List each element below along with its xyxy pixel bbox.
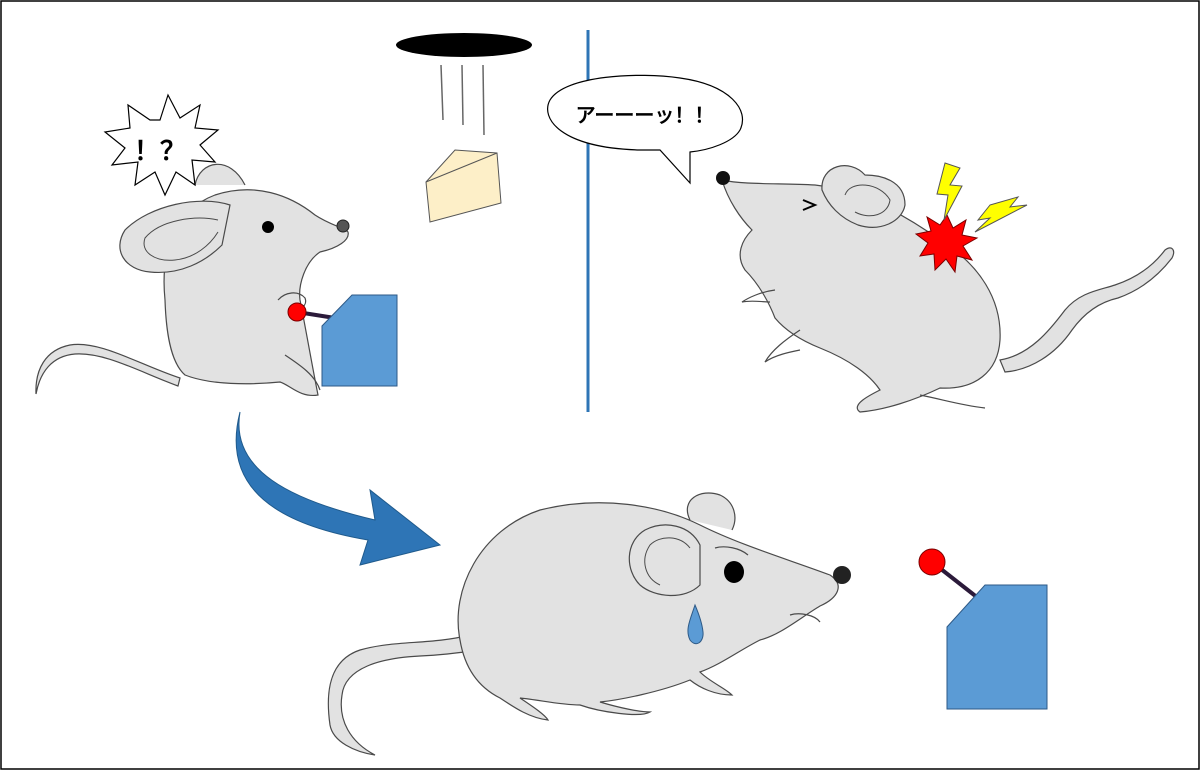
transition-arrow xyxy=(235,411,442,566)
surprise-burst-shape xyxy=(103,93,220,197)
mouse2-foot-hind xyxy=(919,394,986,409)
mouse3-body xyxy=(457,502,839,721)
shout-label: アーーーッ！！ xyxy=(576,103,715,127)
shock-star xyxy=(914,214,979,274)
mouse3-mouth xyxy=(789,613,821,623)
fall-line-2 xyxy=(461,64,464,126)
lever-1 xyxy=(287,294,398,387)
cheese-wedge xyxy=(425,149,502,223)
mouse2-ear-inner xyxy=(844,184,891,217)
mouse2-ear xyxy=(821,165,906,228)
mouse2-nose xyxy=(716,171,730,185)
mouse3-eye xyxy=(724,561,744,583)
mouse2-eye-closed xyxy=(802,199,818,211)
mouse3-nose xyxy=(833,566,851,584)
lever-2-box xyxy=(946,584,1048,710)
scene-shock: アーーーッ！！ xyxy=(547,74,1175,413)
lightning-bolt-2 xyxy=(974,196,1028,233)
mouse1-ear-back xyxy=(194,163,246,186)
lever-2 xyxy=(918,548,1048,710)
mouse1-eye xyxy=(262,221,274,233)
lever-2-knob xyxy=(918,548,946,576)
mouse3-tail xyxy=(327,634,479,756)
mouse3-ear-back xyxy=(686,492,736,531)
drop-hole xyxy=(396,33,532,57)
mouse2-tail xyxy=(999,247,1175,373)
mouse1-ear-inner xyxy=(143,217,219,261)
lever-1-box xyxy=(321,294,398,387)
scene-lever-press xyxy=(35,163,350,397)
surprise-label: ！？ xyxy=(134,137,186,167)
speech-bubble xyxy=(547,74,744,185)
lever-1-knob xyxy=(287,302,307,322)
cheese-edge xyxy=(425,152,498,183)
cheese-drop xyxy=(396,33,532,223)
mouse2-paw-front xyxy=(741,289,776,303)
mouse3-ear-inner xyxy=(644,537,691,586)
mouse1-tail xyxy=(35,343,181,395)
mouse3-brow xyxy=(714,546,749,556)
fall-line-3 xyxy=(482,64,485,136)
mouse2-paw-second xyxy=(764,329,801,363)
mouse3-ear-front xyxy=(628,524,701,597)
fall-line-1 xyxy=(440,64,444,121)
lightning-bolt-1 xyxy=(936,162,963,221)
surprise-burst: ！？ xyxy=(103,93,220,197)
mouse1-nose xyxy=(336,219,350,233)
mouse1-leg xyxy=(284,354,321,391)
mouse1-ear-front xyxy=(119,200,231,274)
scene-sad xyxy=(327,492,851,756)
mouse3-tear xyxy=(687,603,704,645)
